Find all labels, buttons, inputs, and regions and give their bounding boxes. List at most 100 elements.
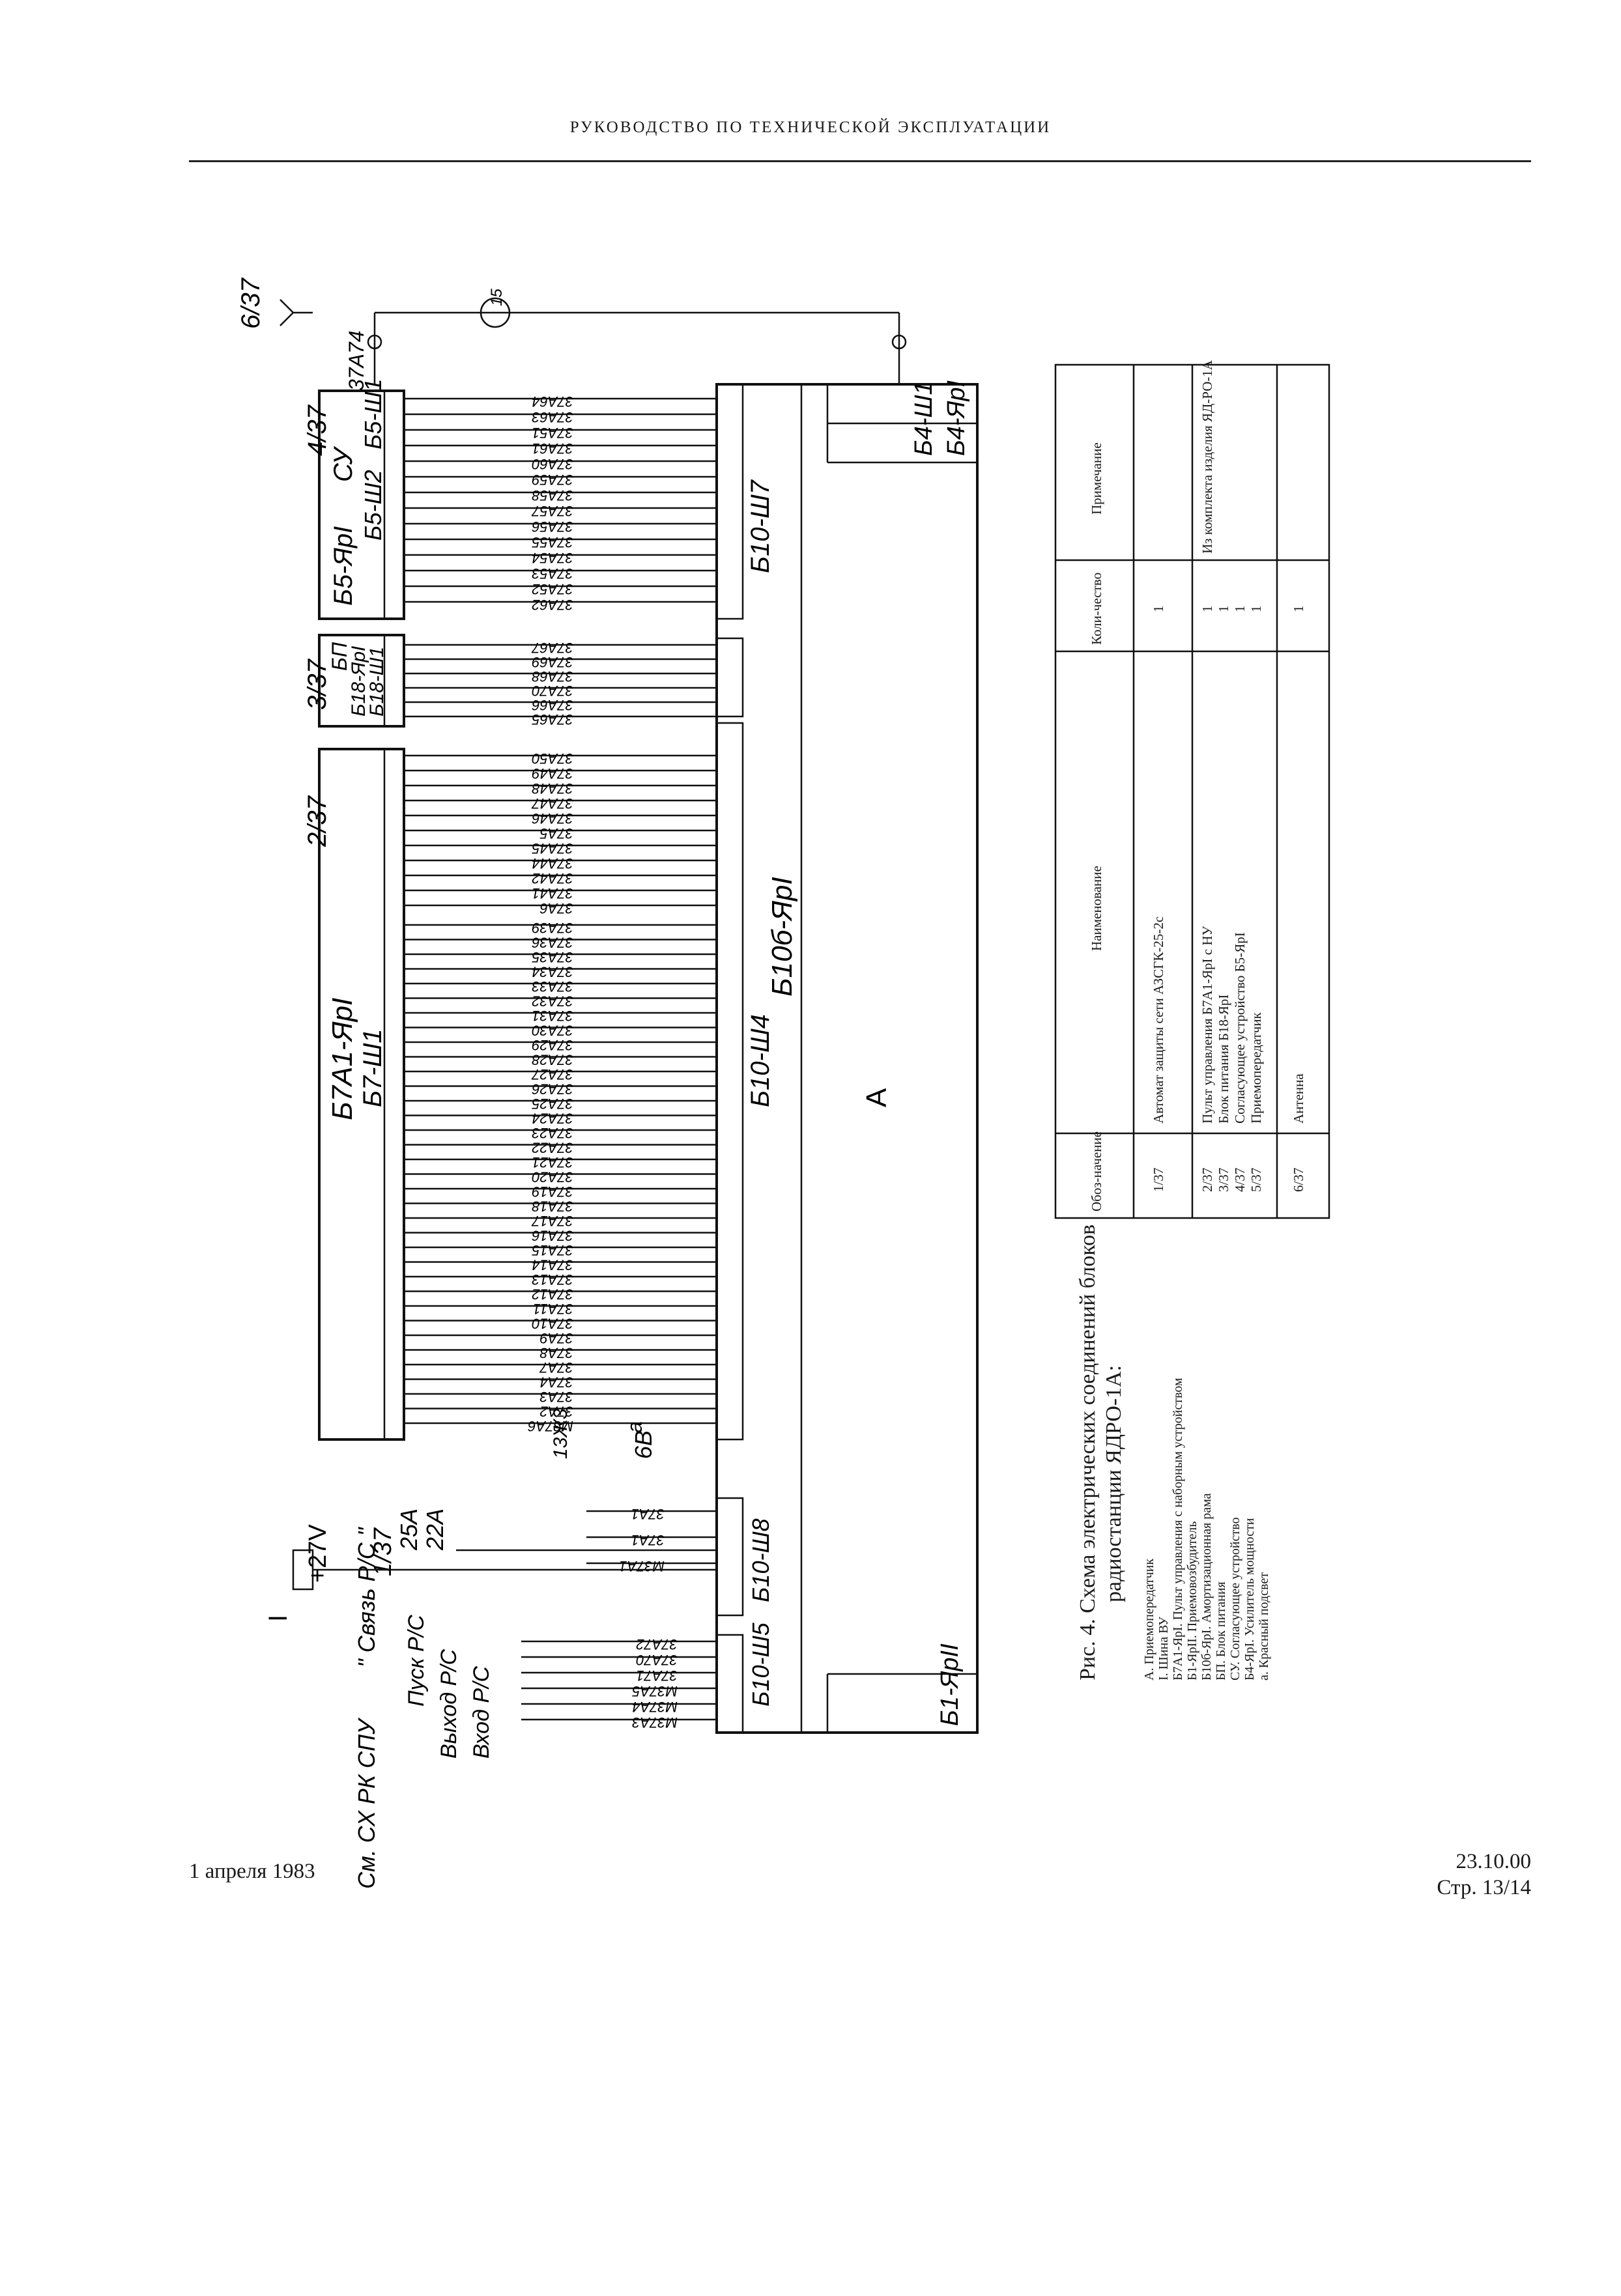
label-13zh3: 13Ж3	[550, 1408, 571, 1459]
table-cell-name: Пульт управления Б7А1-ЯрI с НУ	[1199, 926, 1215, 1124]
label-bus-i: I	[264, 1615, 293, 1622]
label-b18-sh1: Б18-Ш1	[366, 647, 388, 716]
block-b5-frame	[318, 390, 405, 620]
wire-label: М37А4	[632, 1699, 678, 1715]
wire-label: М37А3	[632, 1714, 678, 1731]
wiring-diagram: 37А6437А6337А5137А6137А6037А5937А5837А57…	[237, 277, 979, 1889]
label-b18-yar: Б18-ЯрI	[348, 646, 369, 716]
wire-label: 37А44	[532, 855, 573, 872]
header-rule	[189, 160, 1531, 162]
footer-page-number: Стр. 13/14	[1437, 1876, 1531, 1899]
wire-label: 37А6	[539, 900, 573, 916]
label-b7a1: Б7А1-ЯрI	[326, 998, 358, 1120]
label-b1-yar: Б1-ЯрII	[936, 1643, 964, 1726]
wire-label: 37А33	[532, 978, 573, 995]
wire-label: 37А11	[533, 1301, 573, 1317]
table-header-note: Примечание	[1089, 442, 1104, 515]
table-cell-code: 1/37	[1151, 1168, 1166, 1192]
page-header-title: РУКОВОДСТВО ПО ТЕХНИЧЕСКОЙ ЭКСПЛУАТАЦИИ	[569, 119, 1052, 136]
wire-bundle: 37А6437А6337А5137А6137А6037А5937А5837А57…	[404, 393, 717, 1731]
wire-label: 37А1	[631, 1532, 665, 1548]
wire-label: 37А60	[532, 456, 573, 472]
coax-connector-right	[891, 334, 907, 350]
conn-b10-sh4-strip	[715, 722, 744, 1441]
wire-label: 37А55	[532, 534, 573, 550]
wire-label: 37А54	[532, 550, 573, 566]
block-b7-frame	[318, 748, 405, 1441]
wire-label: 37А48	[532, 780, 573, 797]
table-cell-qty: 1	[1216, 606, 1231, 613]
wire-label: 37А49	[532, 765, 573, 782]
wire-label: 37А70	[636, 1652, 678, 1668]
table-cell-name: Согласующее устройство Б5-ЯрI	[1232, 932, 1248, 1124]
wire-label: 37А7	[539, 1359, 573, 1376]
wire-label: 37А35	[532, 949, 573, 965]
wire-label: 37А63	[532, 409, 573, 425]
label-vhod: Вход Р/С	[469, 1666, 494, 1759]
table-cell-qty: 1	[1232, 606, 1248, 613]
wire-label: 37А25	[532, 1096, 573, 1112]
wire-label: 37А52	[532, 581, 573, 597]
label-3-37: 3/37	[303, 658, 332, 710]
table-cell-qty: 1	[1248, 606, 1264, 613]
table-cell-code: 3/37	[1216, 1168, 1231, 1192]
table-cell-name: Блок питания Б18-ЯрI	[1216, 995, 1231, 1124]
table-header-code: Обоз-начение	[1089, 1131, 1104, 1212]
wire-label: 37А71	[636, 1667, 678, 1684]
wire-label: 37А61	[532, 440, 573, 457]
figure-caption: Рис. 4. Схема электрических соединений б…	[1076, 1225, 1271, 1680]
label-su: СУ	[329, 446, 358, 482]
wire-label: 37А18	[532, 1198, 573, 1215]
label-b10-sh5: Б10-Ш5	[747, 1622, 774, 1707]
label-svyaz: " Связь Р/С "	[353, 1526, 380, 1667]
table-header-qty: Коли-чество	[1089, 573, 1104, 645]
wire-label: 37А2	[540, 1404, 573, 1420]
label-a-small: а	[623, 1421, 646, 1433]
wire-label: 37А72	[636, 1636, 678, 1652]
label-b7-sh1: Б7-Ш1	[358, 1028, 387, 1107]
components-table: Обоз-начение Наименование Коли-чество Приме…	[1054, 360, 1330, 1219]
wire-label: 37А13	[532, 1271, 573, 1288]
wire-label: 37А17	[532, 1213, 573, 1229]
table-cell-qty: 1	[1151, 606, 1166, 613]
wire-label: 37А46	[532, 810, 573, 827]
wire-label: 37А69	[532, 654, 573, 670]
wire-label: М37А1	[619, 1558, 665, 1574]
wire-label: 37А16	[532, 1228, 573, 1244]
wire-label: 37А36	[532, 935, 573, 951]
table-header-name: Наименование	[1089, 866, 1104, 951]
label-4-37: 4/37	[303, 404, 332, 456]
label-see-spu: См. СХ РК СПУ	[353, 1718, 380, 1889]
wire-label: М37А6	[528, 1418, 573, 1434]
table-cell-name: Автомат защиты сети АЗСГК-25-2с	[1151, 916, 1166, 1124]
label-b10-sh4: Б10-Ш4	[746, 1014, 775, 1107]
legend-item: Б7А1-ЯрI. Пульт управления с наборным ус…	[1171, 1378, 1185, 1680]
wire-label: 37А32	[532, 993, 573, 1010]
wire-label: 37А23	[532, 1125, 573, 1141]
wire-label: 37А12	[532, 1286, 573, 1303]
wire-label: 37А26	[532, 1081, 573, 1098]
footer-revision: 23.10.00	[1456, 1850, 1532, 1873]
conn-b18-strip	[715, 637, 744, 718]
wire-label: 37А27	[532, 1066, 573, 1083]
wire-label: 37А42	[532, 870, 573, 886]
wire-label: 37А19	[532, 1183, 573, 1200]
label-block-a: А	[861, 1088, 893, 1107]
wire-label: 37А5	[539, 825, 573, 842]
table-cell-code: 5/37	[1248, 1168, 1264, 1192]
wire-label: 37А51	[532, 425, 573, 441]
table-cell-note: Из комплекта изделия ЯД-РО-1А	[1199, 360, 1215, 554]
label-b10b: Б10б-ЯрI	[766, 877, 798, 997]
label-22a: 22А	[422, 1509, 448, 1551]
label-vyhod: Выход Р/С	[437, 1649, 461, 1759]
legend-item: а. Красный подсвет	[1257, 1572, 1271, 1680]
table-cell-name: Приемопередатчик	[1248, 1012, 1264, 1124]
wire-label: 37А66	[532, 697, 573, 713]
wire-label: 37А31	[532, 1008, 573, 1024]
wire-label: 37А70	[532, 683, 573, 699]
table-cell-code: 2/37	[1199, 1168, 1215, 1192]
footer-date: 1 апреля 1983	[189, 1860, 315, 1883]
wire-label: 37А53	[532, 565, 573, 582]
label-27v: +27V	[304, 1524, 332, 1583]
